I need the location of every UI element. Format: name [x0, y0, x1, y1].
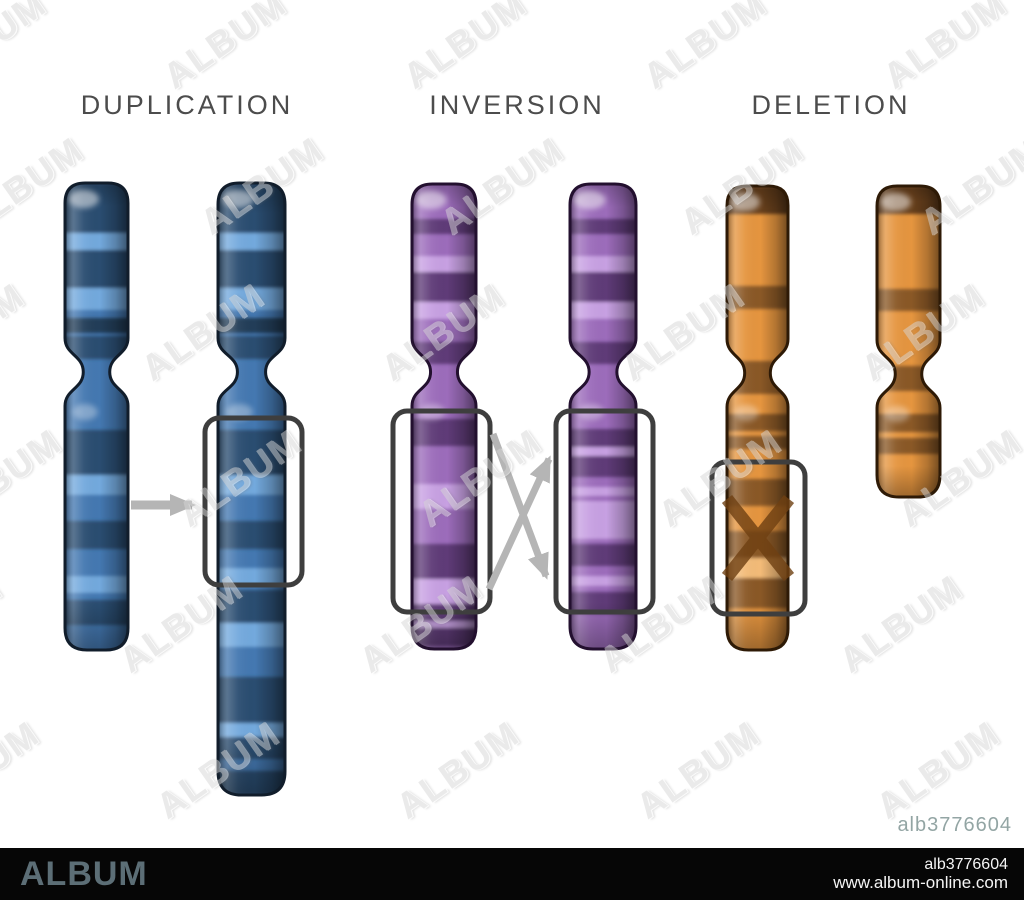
section-title-inversion: INVERSION: [429, 90, 605, 120]
duplicated-segment-box: [202, 415, 305, 588]
chromosome-duplication-duplicated: [216, 181, 287, 797]
chromosome-inversion-inverted: [568, 182, 638, 651]
deletion-x-mark: [721, 494, 795, 582]
inversion-arrow-down: [489, 432, 550, 580]
inversion-segment-box-left: [390, 408, 493, 615]
chromosome-deletion-original: [725, 184, 790, 652]
chromosome-diagram: [63, 181, 942, 797]
chromosome-deletion-deleted: [875, 184, 942, 499]
image-id-text: alb3776604: [897, 814, 1012, 836]
inversion-arrow-up: [485, 455, 553, 591]
footer-bar: ALBUM alb3776604 www.album-online.com: [0, 848, 1024, 900]
chromosome-inversion-original: [410, 182, 478, 651]
chromosome-duplication-original: [63, 181, 130, 652]
footer-website: www.album-online.com: [833, 873, 1008, 893]
section-title-deletion: DELETION: [751, 90, 911, 120]
footer-credits: alb3776604 www.album-online.com: [833, 856, 1008, 893]
deleted-segment-box: [709, 459, 808, 617]
inversion-segment-box-right: [553, 408, 656, 615]
footer-image-id: alb3776604: [924, 855, 1008, 873]
album-logo: ALBUM: [20, 854, 148, 893]
section-title-duplication: DUPLICATION: [80, 90, 294, 120]
